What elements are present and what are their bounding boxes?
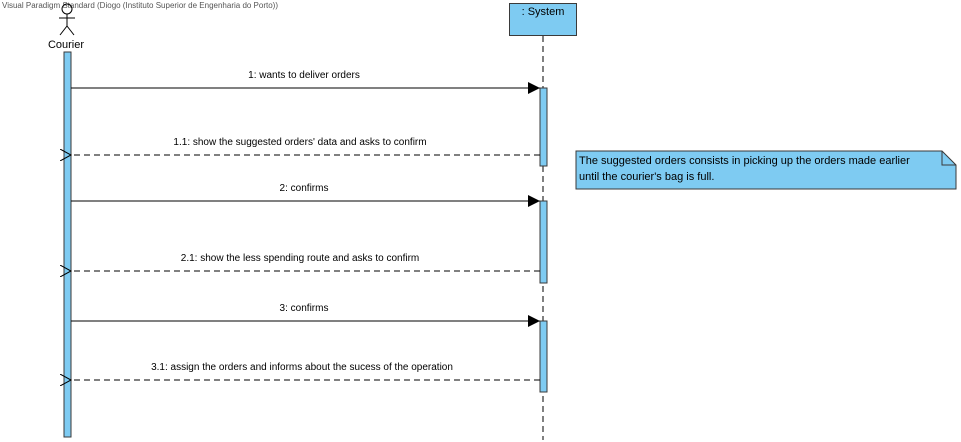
message-label: 1.1: show the suggested orders' data and… <box>173 137 427 148</box>
message-label: 2.1: show the less spending route and as… <box>180 253 420 264</box>
note-line: The suggested orders consists in picking… <box>579 155 910 167</box>
system-activation-bar <box>539 200 548 284</box>
note-shape <box>575 150 957 190</box>
watermark: Visual Paradigm Standard (Diogo (Institu… <box>2 1 279 10</box>
message-label: 2: confirms <box>279 183 329 194</box>
system-activation-bar <box>539 320 548 393</box>
courier-activation-bar <box>63 51 72 438</box>
message-label: 3: confirms <box>279 303 329 314</box>
message-label: 3.1: assign the orders and informs about… <box>151 362 453 373</box>
courier-actor-label: Courier <box>47 39 85 51</box>
system-lifeline-head: : System <box>509 3 577 36</box>
note-line: until the courier's bag is full. <box>579 171 715 183</box>
message-label: 1: wants to deliver orders <box>248 70 360 81</box>
note-text: The suggested orders consists in picking… <box>579 153 949 185</box>
courier-actor-icon <box>59 3 75 36</box>
system-activation-bar <box>539 87 548 167</box>
